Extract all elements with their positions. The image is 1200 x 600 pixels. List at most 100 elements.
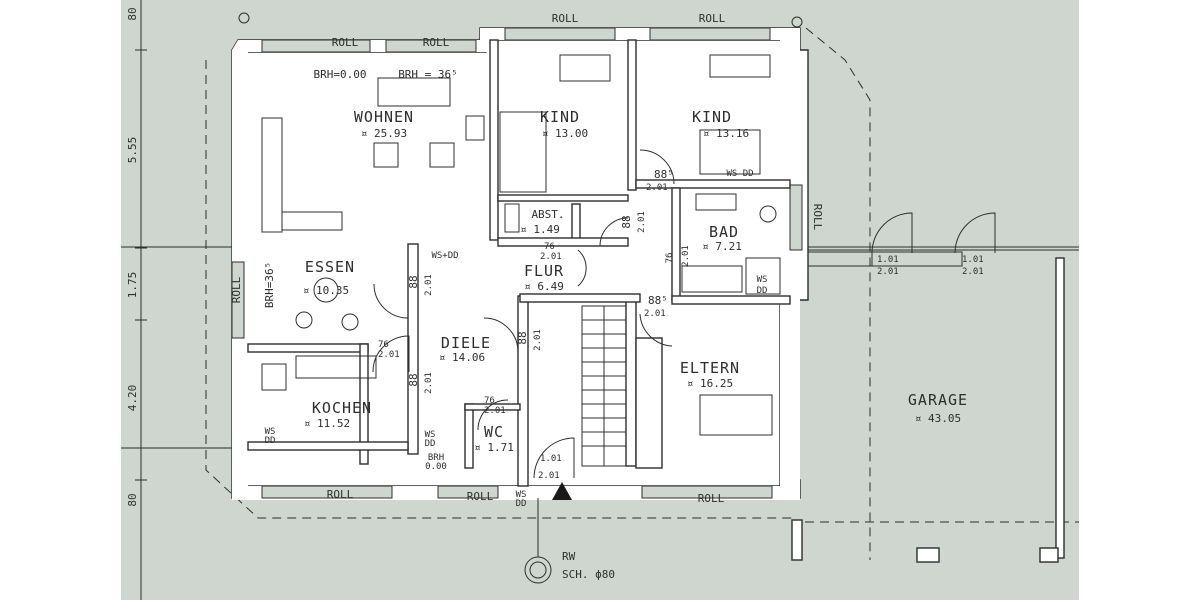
door-height: 2.01 [533,329,543,351]
door-height: 2.01 [424,372,434,394]
door-essen-diele[interactable] [372,335,410,373]
door-width: 76 [484,396,495,406]
ws-label: WS [425,430,436,440]
wall-stair-left [517,295,529,487]
roof-outline-right [805,27,871,560]
window-wc [437,485,499,499]
door-flur-bad[interactable] [577,249,587,287]
door-width: 88 [407,373,420,386]
roll-label: ROLL [327,488,354,501]
sink-bad [695,193,737,211]
door-width: 76 [665,253,675,264]
garage-post [916,547,940,563]
wall-bad-bottom [671,295,791,305]
bench-wohnen [281,211,343,231]
room-area-flur: ¤ 6.49 [524,280,564,293]
room-name-wohnen: WOHNEN [354,108,414,126]
brh-label: BRH = 36⁵ [398,68,458,81]
bed-eltern [699,394,773,436]
toilet-bad [759,205,777,223]
armchair-wohnen [465,115,485,141]
room-area-kind1: ¤ 13.00 [542,127,588,140]
dining-chair [295,311,313,329]
room-name-kind1: KIND [540,108,580,126]
door-width: 88 [620,215,633,228]
wall-diele-left [407,243,419,455]
door-height: 2.01 [681,245,691,267]
door-essen-flur[interactable] [373,283,409,319]
roll-label: ROLL [699,12,726,25]
rw-label: RW [562,550,576,563]
door-width: 88⁵ [648,294,668,307]
window-eltern [641,485,773,499]
room-area-wohnen: ¤ 25.93 [361,127,407,140]
entrance-door[interactable] [533,437,575,479]
garage-wall-right [1055,257,1065,559]
door-diele-stair[interactable] [483,317,519,353]
dim-label: 4.20 [126,385,139,412]
door-abst[interactable] [599,217,629,247]
room-name-bad: BAD [709,223,739,241]
window-kochen [261,485,393,499]
chimney [504,203,520,233]
grid-marker [238,12,250,24]
wall-stair-right [625,295,637,467]
room-name-kochen: KOCHEN [312,399,372,417]
dim-label: 1.75 [126,272,139,299]
ws-label: WS [516,490,527,500]
window-essen [231,261,245,339]
dim-label: 80 [126,7,139,20]
shower [745,257,781,295]
room-name-essen: ESSEN [305,258,355,276]
dining-table [313,277,339,303]
grid-marker [791,16,803,28]
roll-label: ROLL [811,204,824,231]
wall-kind-kind [627,39,637,191]
brh-label: BRH=0.00 [314,68,367,81]
door-width: 76 [378,340,389,350]
room-name-garage: GARAGE [908,391,968,409]
wall-eltern-left [635,337,663,469]
floor-plan-sheet: 80 5.55 1.75 4.20 80 [121,0,1079,600]
door-width: 1.01 [877,255,899,265]
garage-post [1039,547,1059,563]
room-name-abst: ABST. [531,208,564,221]
wall-abst [571,203,581,241]
chair-wohnen [429,142,455,168]
brh-label: BRH [428,453,444,463]
room-name-kind2: KIND [692,108,732,126]
room-area-diele: ¤ 14.06 [439,351,485,364]
dining-chair [341,313,359,331]
ws-dd-label: WS+DD [431,251,458,261]
garage-door-frame [805,251,873,267]
ws-dd-label: WS DD [726,169,753,179]
wall-bad-left [671,187,681,301]
wall-flur-top [497,237,629,247]
door-wc[interactable] [477,399,509,431]
floor-plan-drawing: 80 5.55 1.75 4.20 80 [121,0,1079,600]
stair-steps [582,306,626,466]
entrance-arrow-icon [552,482,572,500]
door-height: 2.01 [646,183,668,193]
door-height: 2.01 [877,267,899,277]
room-area-bad: ¤ 7.21 [702,240,742,253]
wall-wc-left [464,403,474,469]
dim-label: 5.55 [126,137,139,164]
dd-label: DD [516,499,527,509]
room-name-eltern: ELTERN [680,359,740,377]
wall-wohnen-kind [489,39,499,241]
ws-label: WS [265,427,276,437]
roll-label: ROLL [423,36,450,49]
brh-label: BRH=36⁵ [263,262,276,308]
garage-door-swing[interactable] [954,212,996,254]
bed-kind [499,111,547,193]
dd-label: DD [265,436,276,446]
door-height: 2.01 [484,406,506,416]
door-height: 2.01 [424,274,434,296]
door-eltern[interactable] [639,313,673,347]
desk-kind [559,54,611,82]
door-kind2[interactable] [639,149,675,185]
garage-door-swing[interactable] [871,212,913,254]
room-area-garage: ¤ 43.05 [915,412,961,425]
bathtub [681,265,743,293]
